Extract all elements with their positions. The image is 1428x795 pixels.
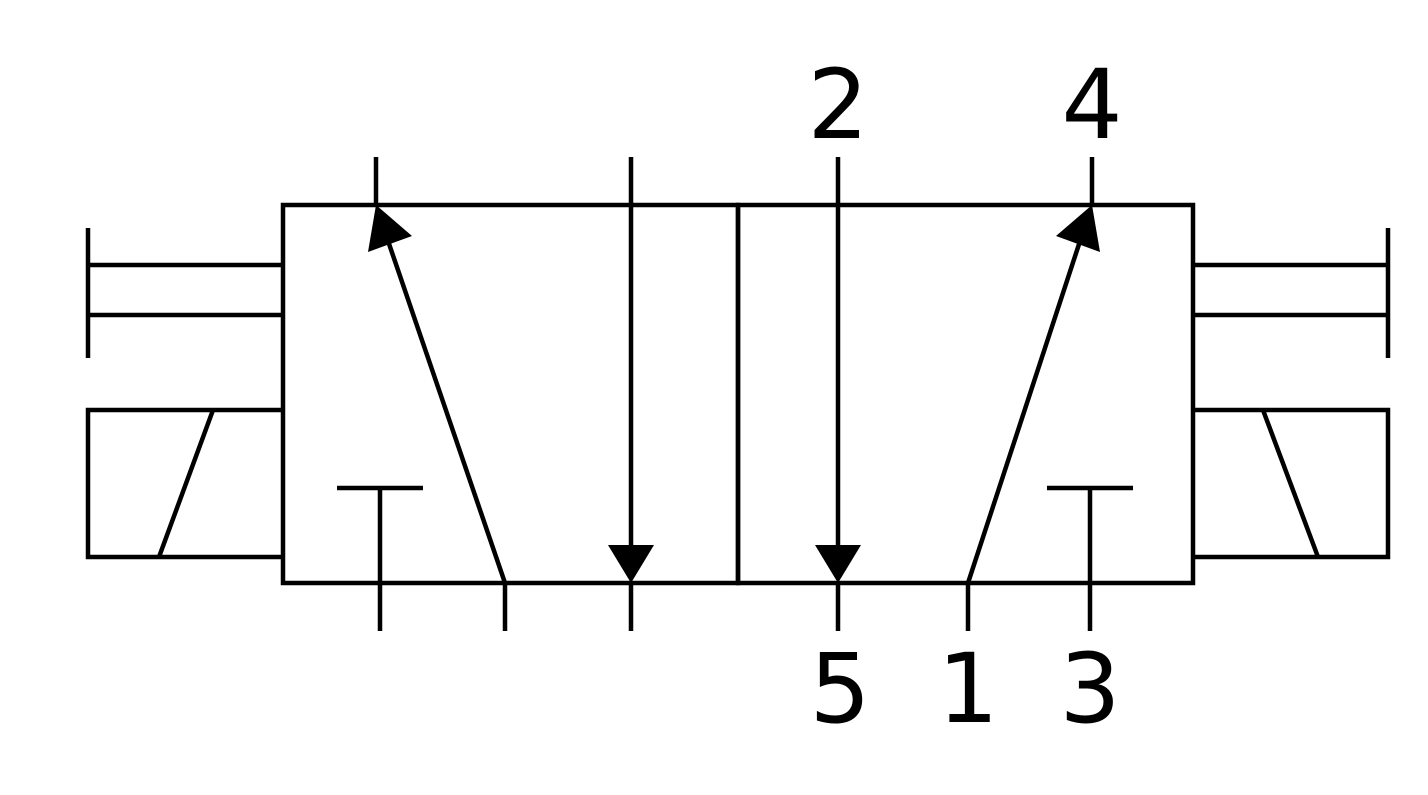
left-position-flows	[337, 157, 654, 631]
port-label-2: 2	[807, 49, 868, 161]
left-vertical-arrowhead	[608, 545, 654, 583]
port-labels: 2 4 5 1 3	[807, 49, 1122, 745]
right-position-flows	[815, 157, 1133, 631]
right-vertical-arrowhead	[815, 545, 861, 583]
right-actuator	[1193, 228, 1391, 560]
left-solenoid-box	[85, 407, 283, 560]
right-diagonal-flow-line	[965, 234, 1085, 584]
right-position-box	[735, 202, 1196, 586]
port-label-3: 3	[1059, 633, 1120, 745]
left-actuator	[85, 228, 283, 560]
valve-body	[280, 202, 1196, 586]
port-label-1: 1	[937, 633, 998, 745]
left-position-box	[280, 202, 741, 586]
left-diagonal-arrowhead	[368, 205, 412, 252]
port-label-4: 4	[1061, 49, 1122, 161]
left-solenoid-coil	[156, 409, 216, 558]
right-solenoid-coil	[1260, 409, 1321, 558]
right-diagonal-arrowhead	[1056, 205, 1100, 252]
port-label-5: 5	[809, 633, 870, 745]
left-diagonal-flow-line	[383, 234, 508, 584]
right-solenoid-box	[1193, 407, 1391, 560]
